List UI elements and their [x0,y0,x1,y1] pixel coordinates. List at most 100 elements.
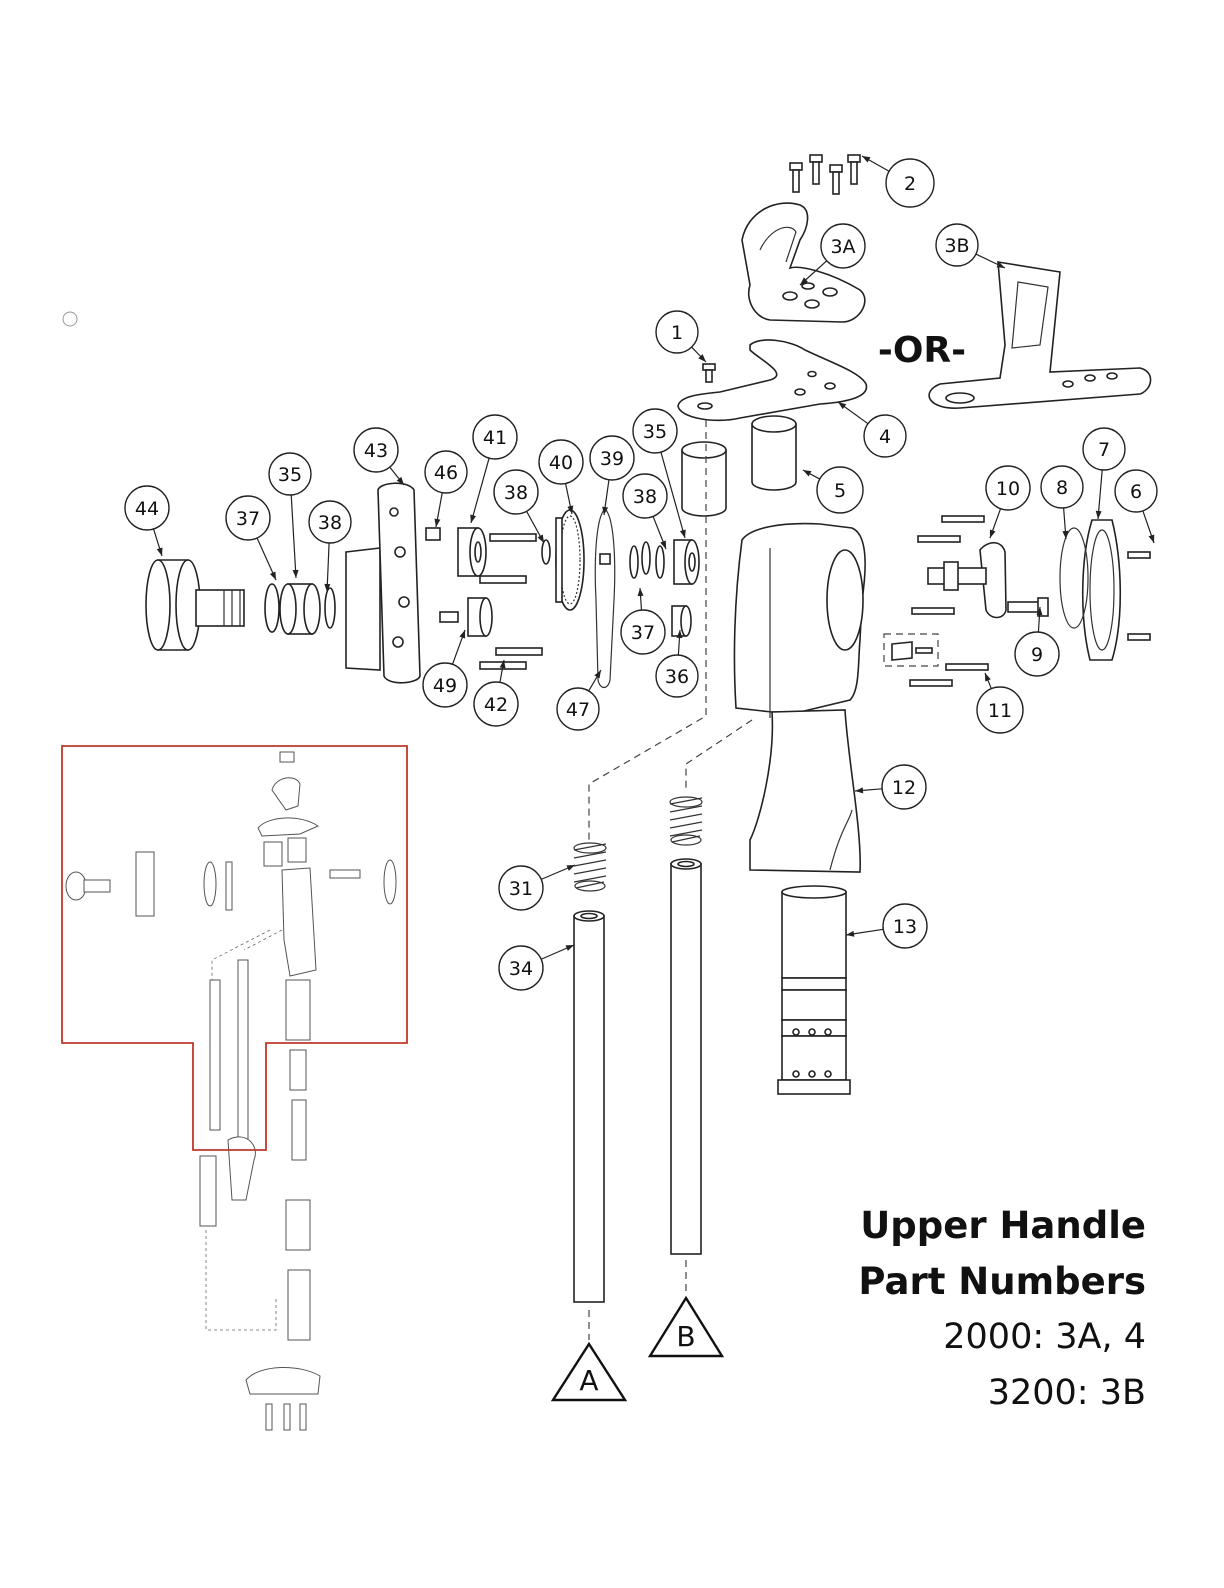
callout-number: 37 [631,622,655,644]
triangle-marker-A: A [553,1344,625,1400]
callout-38: 38 [494,470,544,543]
detail-box [884,634,938,666]
part-37-ring [265,584,279,632]
callout-number: 46 [434,462,458,484]
callout-number: 49 [433,675,457,697]
part-9-bolt [1008,598,1048,616]
callout-number: 9 [1031,644,1043,666]
callout-number: 36 [665,666,689,688]
callout-1: 1 [656,311,706,362]
callout-leader-line [291,495,296,578]
callout-arrowhead [990,529,996,538]
part-6-screws [1128,552,1150,640]
callout-10: 10 [986,466,1030,538]
callout-13: 13 [846,904,927,948]
callout-number: 7 [1098,439,1110,461]
callout-number: 44 [135,498,159,520]
legend-title-line-1: Upper Handle [860,1204,1146,1247]
callout-number: 11 [988,700,1012,722]
callout-number: 38 [633,486,657,508]
callout-2: 2 [862,156,934,207]
callout-number: 35 [278,464,302,486]
callout-arrowhead [157,547,163,556]
part-1-screw [703,364,715,382]
legend-part-number-3200: 3200: 3B [988,1373,1146,1413]
callout-5: 5 [803,467,863,513]
part-10-lever [928,543,1006,618]
callout-number: 35 [643,421,667,443]
part-40-gear [556,510,584,610]
callout-number: 5 [834,480,846,502]
part-12-housing [734,524,865,872]
callout-number: 42 [484,694,508,716]
callout-number: 38 [318,512,342,534]
callout-number: 2 [904,173,916,195]
overview-inset [66,752,396,1430]
part-11-screws [910,516,988,686]
callout-arrowhead [838,402,846,409]
callout-number: 12 [892,777,916,799]
part-5-spacers [682,416,796,516]
callout-38: 38 [623,474,667,549]
callout-9: 9 [1015,607,1059,676]
callout-35: 35 [633,409,686,538]
triangle-marker-B: B [650,1298,722,1356]
callout-arrowhead [470,514,476,523]
legend-part-number-2000: 2000: 3A, 4 [943,1317,1146,1357]
page-marker-dot [63,312,77,326]
callout-12: 12 [855,765,926,809]
callout-40: 40 [539,440,583,514]
part-38-ring-b [542,540,550,564]
callout-number: 34 [509,958,533,980]
part-7-flange [1083,520,1121,660]
callout-number: 39 [600,448,624,470]
callout-arrowhead [862,156,870,163]
part-46-pin [426,528,440,540]
callout-37: 37 [621,588,665,654]
callout-number: 3B [944,235,969,257]
part-31-spring-a [574,843,606,891]
part-49-bushing [440,598,492,636]
callout-arrowhead [985,673,991,682]
callout-38: 38 [309,501,351,592]
triangle-markers: AB [553,1298,722,1400]
callout-11: 11 [977,673,1023,733]
callout-47: 47 [557,670,601,730]
callout-number: 3A [830,236,855,258]
callout-8: 8 [1041,466,1083,539]
part-2-screws [790,155,860,194]
part-43-housing [346,483,420,683]
callout-leader-line [471,458,489,523]
callout-number: 37 [236,508,260,530]
callout-4: 4 [838,402,906,457]
part-39-key [595,510,614,688]
triangle-letter: B [676,1320,695,1353]
callout-number: 8 [1056,477,1068,499]
callout-arrowhead [270,571,276,580]
callout-arrowhead [846,931,854,937]
callout-number: 40 [549,452,573,474]
callout-49: 49 [423,630,467,707]
callout-arrowhead [565,945,574,951]
callout-42: 42 [474,660,518,726]
callout-number: 4 [879,426,891,448]
callout-arrowhead [434,519,440,527]
callout-31: 31 [499,865,575,910]
callout-arrowhead [803,470,811,476]
part-spring-b [670,797,702,845]
callout-35: 35 [269,453,311,578]
callout-number: 47 [566,699,590,721]
part-41-bearing [458,528,486,576]
part-34-tube-a [574,911,604,1302]
callout-arrowhead [1149,534,1155,543]
callout-arrowhead [293,570,299,578]
part-38-ring [325,588,335,628]
callout-arrowhead [680,529,686,538]
part-tube-b [671,859,701,1254]
callout-number: 6 [1130,481,1142,503]
inset-highlight-frame [62,746,407,1150]
callout-6: 6 [1115,470,1157,543]
callout-number: 41 [483,427,507,449]
